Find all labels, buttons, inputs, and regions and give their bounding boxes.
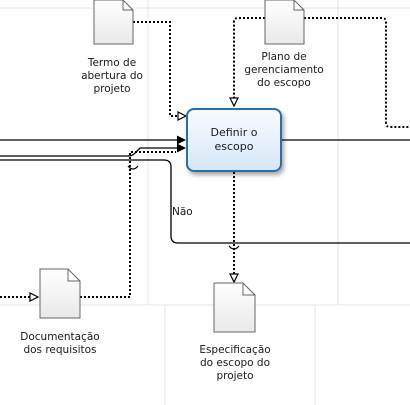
assoc-documentacao bbox=[80, 151, 176, 298]
assoc-termo bbox=[133, 21, 181, 117]
doc-termo-label: Termo de abertura do projeto bbox=[81, 57, 143, 95]
task-definir-escopo[interactable]: Definir o escopo bbox=[186, 108, 282, 172]
data-associations bbox=[0, 17, 410, 298]
task-label: Definir o escopo bbox=[210, 126, 258, 153]
junction-markers bbox=[127, 165, 240, 250]
doc-termo-icon bbox=[93, 0, 134, 45]
association-arrowheads bbox=[29, 97, 239, 302]
doc-especificacao-icon bbox=[213, 282, 256, 333]
doc-documentacao-icon bbox=[39, 268, 81, 319]
flow-label-nao: Não bbox=[172, 206, 193, 218]
doc-documentacao-label: Documentação dos requisitos bbox=[20, 331, 100, 356]
sequence-arrowheads bbox=[177, 135, 186, 153]
doc-plano-label: Plano de gerenciamento do escopo bbox=[244, 51, 324, 89]
doc-plano-icon bbox=[264, 0, 305, 45]
assoc-plano bbox=[233, 17, 265, 99]
flow-nao-loop bbox=[0, 159, 410, 244]
doc-especificacao-label: Especificação do escopo do projeto bbox=[199, 344, 271, 382]
